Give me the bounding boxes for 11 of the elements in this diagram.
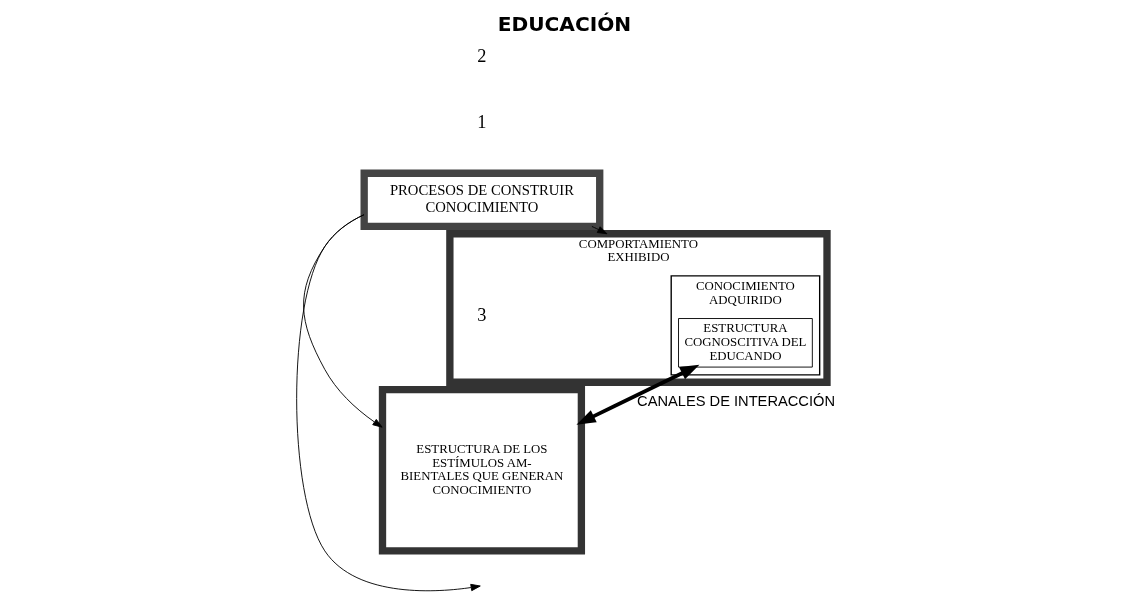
node-box: ESTRUCTURA COGNOSCITIVA DEL EDUCANDO — [677, 318, 813, 368]
label: 1 — [476, 112, 487, 133]
edge-label: CANALES DE INTERACCIÓN — [636, 393, 835, 410]
label: 2 — [476, 46, 487, 67]
label: 3 — [476, 304, 487, 325]
arrow — [295, 214, 481, 592]
arrow — [302, 214, 383, 428]
diagram-title: EDUCACIÓN — [497, 11, 631, 36]
node-box: ESTRUCTURA DE LOS ESTÍMULOS AM- BIENTALES QUE GENERAN CONOCIMIENTO — [378, 385, 585, 555]
arrow — [590, 226, 607, 235]
arrow — [575, 364, 699, 425]
